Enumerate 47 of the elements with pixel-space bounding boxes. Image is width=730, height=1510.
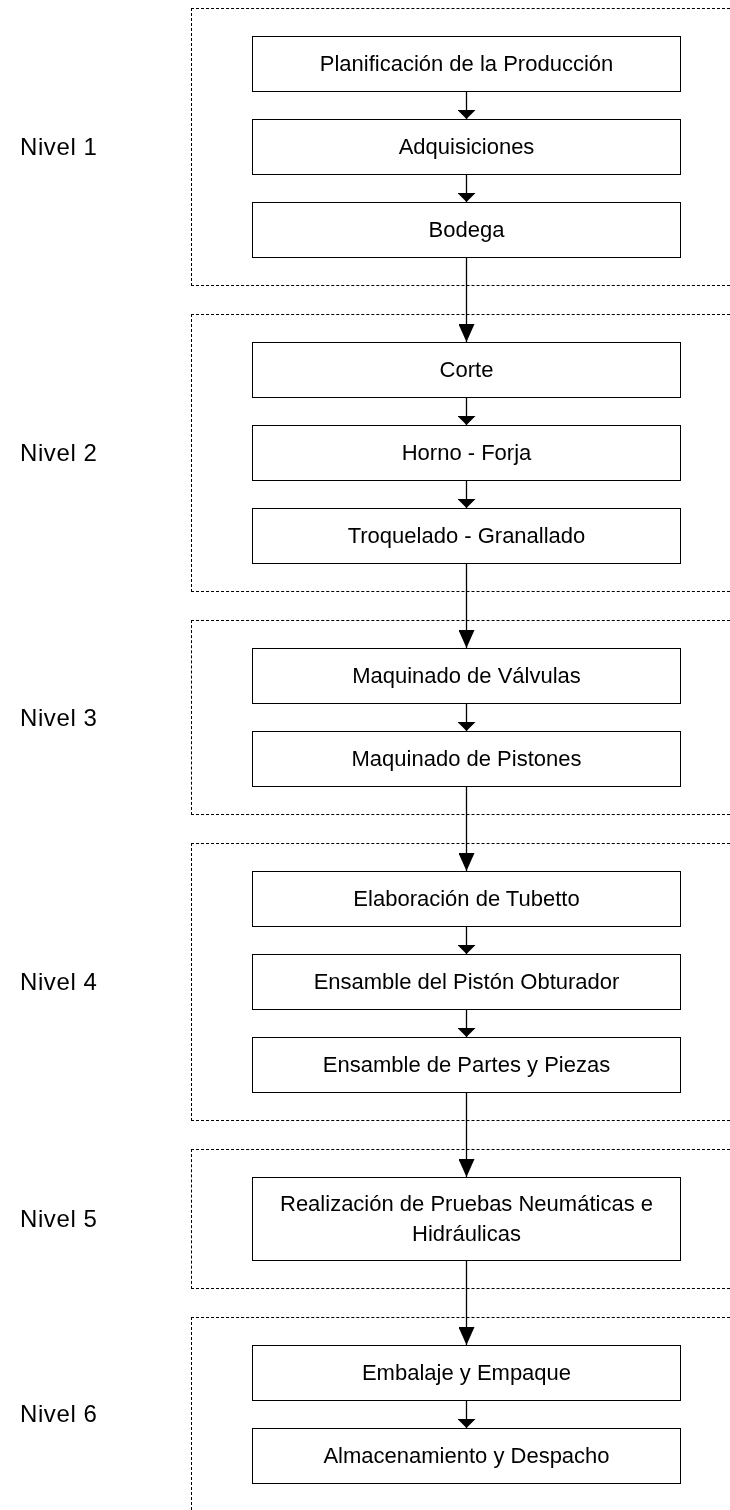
level-label: Nivel 3 [20,705,98,730]
box-label: Bodega [428,216,505,244]
box-label: Adquisiciones [398,133,535,161]
process-box [252,342,681,398]
level-label: Nivel 5 [20,1207,98,1231]
arrow [458,563,475,649]
arrow [457,480,476,509]
process-box [252,871,681,927]
box-label: Ensamble de Partes y Piezas [322,1051,611,1079]
arrow [457,703,476,732]
box-label: Almacenamiento y Despacho [323,1442,610,1470]
box-label: Elaboración de Tubetto [353,885,580,913]
arrow [457,1009,476,1038]
process-box [252,648,681,704]
arrow [458,1260,475,1346]
arrow [457,174,476,203]
arrow [458,1092,475,1178]
process-box [252,1177,681,1261]
level-label: Nivel 1 [20,135,98,159]
process-box [252,119,681,175]
arrow [458,257,475,343]
box-label: Maquinado de Válvulas [352,662,581,690]
process-box [252,425,681,481]
box-label: Realización de Pruebas Neumáticas e Hidráulicas [279,1190,654,1248]
process-box [252,36,681,92]
process-box [252,954,681,1010]
arrow [457,397,476,426]
level-label: Nivel 4 [20,970,98,994]
arrow [457,91,476,120]
box-label: Troquelado - Granallado [347,522,586,550]
level-label: Nivel 2 [20,441,98,465]
process-box [252,1428,681,1484]
process-box [252,1345,681,1401]
box-label: Corte [439,356,494,384]
arrow [457,1400,476,1429]
box-label: Embalaje y Empaque [361,1359,572,1387]
level-label: Nivel 6 [20,1401,98,1426]
box-label: Horno - Forja [401,439,532,467]
process-box [252,508,681,564]
box-label: Ensamble del Pistón Obturador [313,968,620,996]
arrow [457,926,476,955]
process-box [252,202,681,258]
process-box [252,731,681,787]
box-label: Planificación de la Producción [319,50,614,78]
box-label: Maquinado de Pistones [351,745,582,773]
process-box [252,1037,681,1093]
arrow [458,786,475,872]
